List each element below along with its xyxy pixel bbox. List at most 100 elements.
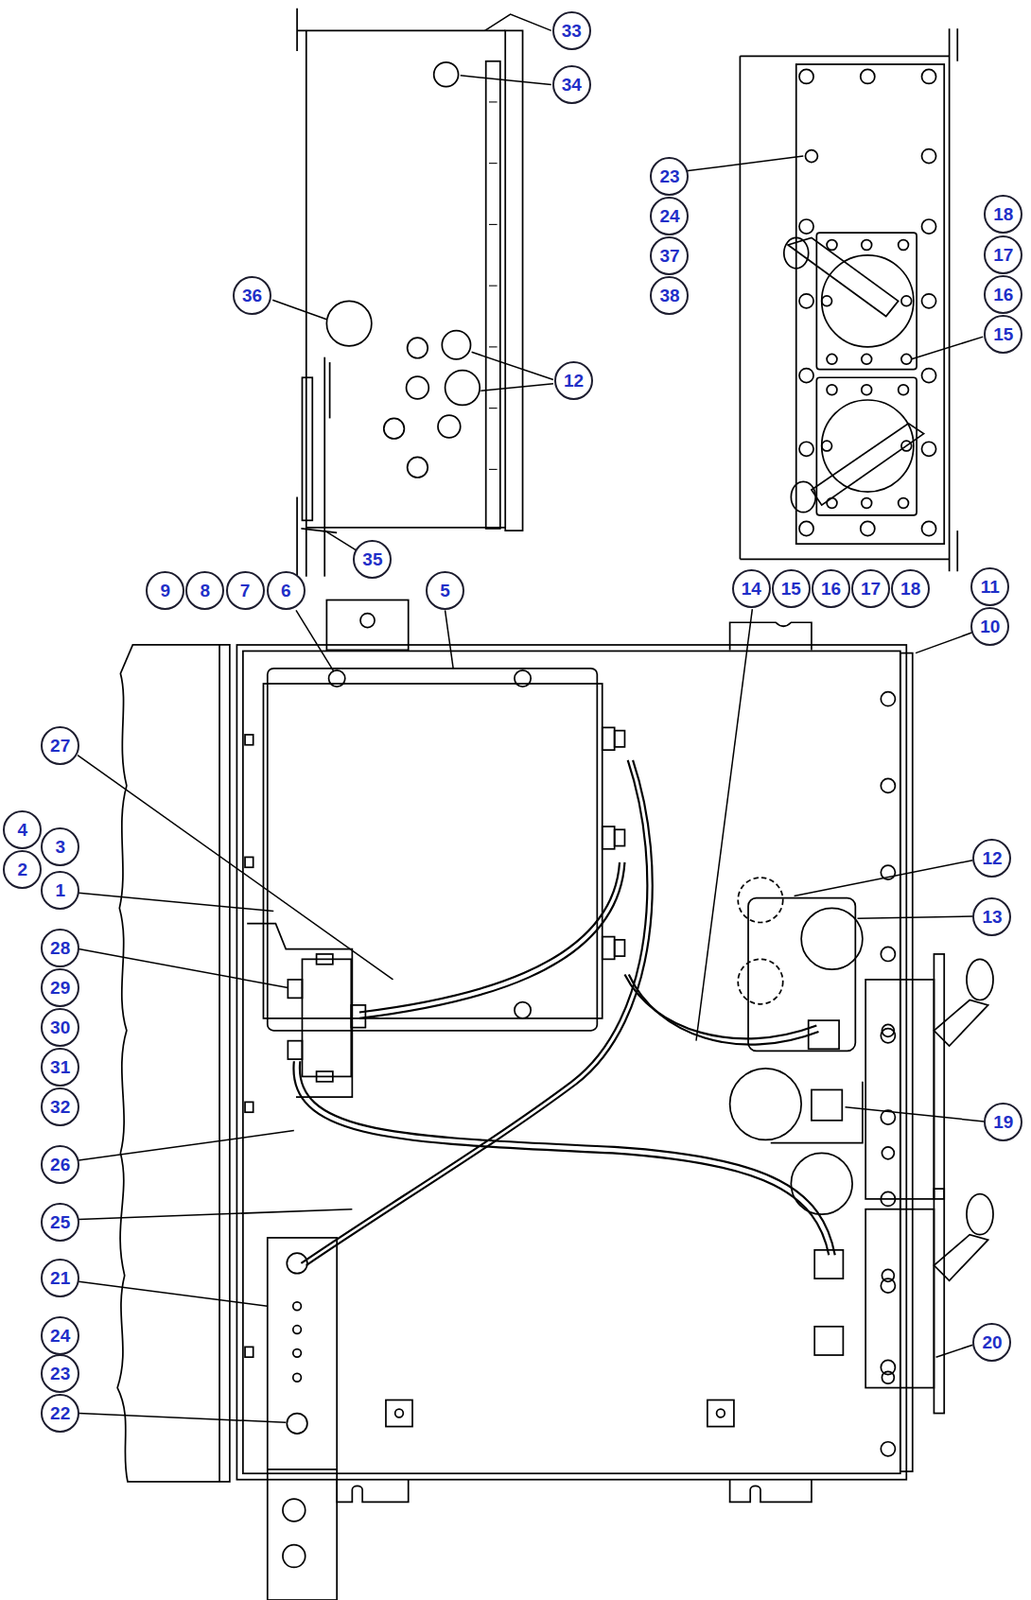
callout-circle: 1 [40,871,80,910]
power-module [262,668,625,1031]
callout-number: 15 [781,579,802,598]
callout-circle: 33 [552,11,592,51]
callout-number: 28 [50,939,70,958]
callout-circle: 14 [732,569,771,609]
callout-circle: 17 [851,569,891,609]
callout-number: 16 [821,579,841,598]
callout-circle: 16 [811,569,851,609]
callout-circle: 6 [266,571,306,611]
callout-circle: 38 [649,276,689,315]
callout-number: 21 [50,1269,70,1288]
callout-number: 27 [50,736,70,755]
callout-number: 38 [659,286,680,305]
callout-number: 10 [979,617,1000,636]
callout-number: 11 [980,577,1000,596]
callout-number: 23 [50,1364,70,1383]
callout-number: 20 [981,1333,1002,1352]
callout-circle: 29 [40,968,80,1008]
callout-number: 9 [160,581,172,600]
main-enclosure [117,600,913,1503]
callout-number: 26 [50,1155,70,1174]
callout-number: 15 [993,325,1014,344]
callout-circle: 31 [40,1048,80,1087]
callout-number: 7 [240,581,251,600]
callout-number: 29 [50,978,70,997]
callout-number: 18 [993,205,1014,224]
callout-circle: 23 [649,157,689,196]
callout-number: 24 [50,1327,70,1346]
callout-number: 32 [50,1098,70,1117]
callout-number: 17 [993,245,1014,264]
callout-number: 34 [561,75,582,94]
callout-circle: 8 [185,571,225,611]
callout-circle: 24 [40,1316,80,1356]
callout-number: 24 [659,207,680,226]
ground-bar [267,1238,337,1600]
callout-circle: 5 [425,571,465,611]
callout-number: 3 [54,838,66,857]
callout-circle: 26 [40,1145,80,1185]
callout-number: 4 [17,821,28,839]
callout-circle: 15 [771,569,811,609]
callout-circle: 19 [983,1102,1023,1142]
callout-circle: 12 [554,361,594,401]
callout-circle: 21 [40,1258,80,1298]
leader-lines [77,14,984,1423]
callout-number: 17 [860,579,881,598]
callout-number: 14 [741,579,762,598]
callout-number: 36 [242,286,263,305]
end-view [739,28,958,572]
callout-circle: 11 [970,567,1010,607]
side-view [297,8,523,577]
callout-number: 23 [659,167,680,186]
callout-number: 33 [561,21,582,40]
callout-circle: 7 [226,571,265,611]
callout-circle: 36 [232,276,272,315]
callout-circle: 37 [649,236,689,276]
callout-circle: 15 [983,314,1023,354]
callout-circle: 9 [145,571,185,611]
callout-circle: 17 [983,235,1023,275]
callout-number: 16 [993,285,1014,304]
callout-circle: 2 [2,850,42,890]
callout-circle: 23 [40,1354,80,1394]
switch-assemblies [730,877,994,1415]
callout-number: 37 [659,246,680,265]
callout-number: 25 [50,1213,70,1232]
cables [293,760,835,1266]
callout-circle: 18 [983,194,1023,234]
callout-circle: 20 [972,1323,1012,1363]
callout-circle: 22 [40,1394,80,1433]
callout-number: 1 [54,881,66,900]
callout-circle: 13 [972,897,1012,937]
callout-circle: 12 [972,838,1012,878]
callout-circle: 28 [40,928,80,968]
callout-circle: 16 [983,275,1023,315]
callout-number: 35 [362,550,383,569]
callout-number: 6 [280,581,292,600]
callout-circle: 35 [352,540,392,579]
callout-circle: 10 [970,607,1010,647]
callout-circle: 34 [552,65,592,105]
callout-circle: 4 [2,810,42,850]
callout-number: 12 [981,849,1002,868]
callout-number: 22 [50,1404,70,1423]
callout-circle: 30 [40,1008,80,1048]
callout-number: 18 [900,579,921,598]
callout-number: 19 [993,1113,1014,1132]
terminal-block [246,924,366,1098]
callout-number: 2 [17,860,28,879]
callout-circle: 32 [40,1087,80,1127]
callout-number: 12 [563,371,584,390]
callout-number: 8 [200,581,211,600]
callout-circle: 18 [891,569,930,609]
callout-circle: 24 [649,196,689,236]
callout-circle: 27 [40,726,80,766]
callout-number: 13 [981,908,1002,927]
callout-number: 5 [439,581,451,600]
callout-number: 31 [50,1058,70,1077]
callout-number: 30 [50,1018,70,1037]
callout-circle: 3 [40,827,80,867]
callout-circle: 25 [40,1203,80,1242]
